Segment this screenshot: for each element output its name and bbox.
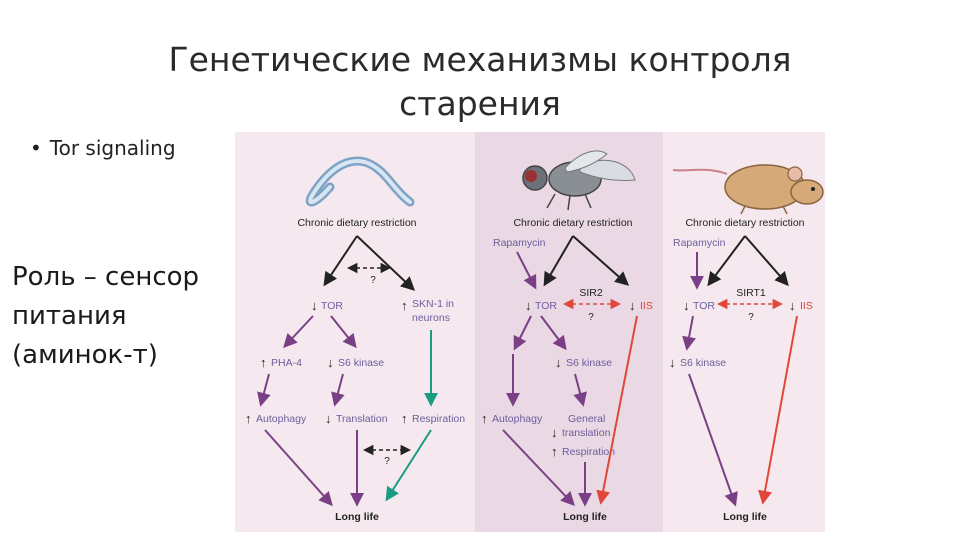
worm-up-arrow-skn1: ↑ (401, 298, 408, 313)
fly-chronic-dr: Chronic dietary restriction (513, 217, 632, 229)
worm-skn1-line1: SKN-1 in (412, 298, 454, 310)
fly-arrow-rapa-tor (516, 251, 537, 290)
side-note-line-2: питания (12, 301, 127, 331)
fly-sir2: SIR2 (579, 287, 603, 299)
fly-icon (522, 150, 636, 211)
worm-arrow-s6k-translation (331, 373, 345, 407)
worm-arrow-tor-s6k (330, 315, 357, 349)
bullet-dot: • (30, 136, 42, 160)
mouse-arrow-s6k-life (688, 373, 738, 507)
fly-up-arrow-autophagy: ↑ (481, 411, 488, 426)
fly-down-arrow-iis: ↓ (629, 298, 636, 313)
worm-respiration: Respiration (412, 413, 465, 425)
fly-question: ? (588, 312, 594, 323)
title-line-1: Генетические механизмы контроля (168, 40, 792, 80)
mouse-s6k: S6 kinase (680, 357, 726, 369)
fly-down-arrow-tor: ↓ (525, 298, 532, 313)
fly-arrow-dr-iis (572, 235, 630, 286)
mouse-sirt1: SIRT1 (736, 287, 766, 299)
mouse-icon (672, 164, 824, 215)
mouse-down-arrow-tor: ↓ (683, 298, 690, 313)
worm-tor: TOR (321, 300, 343, 312)
panel-worm (235, 132, 475, 532)
bullet-item: • Tor signaling (30, 136, 176, 160)
worm-icon (305, 156, 415, 207)
side-note: Роль – сенсор питания (аминок-т) (12, 258, 199, 375)
mouse-rapamycin: Rapamycin (673, 237, 726, 249)
title-line-2: старения (399, 84, 561, 124)
fly-general-line2: translation (562, 427, 611, 439)
fly-long-life: Long life (563, 511, 607, 523)
fly-arrow-tor-s6k (540, 315, 567, 351)
worm-down-arrow-s6k: ↓ (327, 355, 334, 370)
fly-arrow-dr-tor (543, 235, 574, 287)
worm-up-arrow-pha4: ↑ (260, 355, 267, 370)
worm-question-top: ? (370, 275, 376, 286)
fly-arrow-tor-autophagy (513, 315, 532, 351)
fly-autophagy: Autophagy (492, 413, 543, 425)
mouse-arrow-dr-iis (744, 235, 789, 287)
worm-chronic-dr: Chronic dietary restriction (297, 217, 416, 229)
worm-pha4: PHA-4 (271, 357, 302, 369)
worm-arrow-dr-tor (323, 235, 358, 287)
fly-up-arrow-respiration: ↑ (551, 444, 558, 459)
fly-arrow-iis-life (596, 315, 638, 505)
mouse-long-life: Long life (723, 511, 767, 523)
worm-arrow-respiration-life (385, 429, 432, 502)
worm-arrow-pha4-autophagy (257, 373, 271, 407)
fly-tor: TOR (535, 300, 557, 312)
worm-s6k: S6 kinase (338, 357, 384, 369)
worm-autophagy: Autophagy (256, 413, 307, 425)
worm-question-bottom: ? (384, 456, 390, 467)
fly-s6k: S6 kinase (566, 357, 612, 369)
mouse-chronic-dr: Chronic dietary restriction (685, 217, 804, 229)
worm-arrow-dr-skn1 (356, 235, 416, 291)
bullet-text: Tor signaling (49, 136, 176, 160)
slide-title: Генетические механизмы контроля старения (120, 38, 840, 126)
worm-skn1-line2: neurons (412, 312, 450, 324)
mouse-arrow-dr-tor (707, 235, 746, 287)
fly-respiration: Respiration (562, 446, 615, 458)
fly-iis: IIS (640, 300, 653, 312)
worm-arrow-tor-pha4 (283, 315, 314, 349)
worm-down-arrow-translation: ↓ (325, 411, 332, 426)
fly-down-arrow-s6k: ↓ (555, 355, 562, 370)
side-note-line-1: Роль – сенсор (12, 262, 200, 292)
fly-rapamycin: Rapamycin (493, 237, 546, 249)
fly-arrow-s6k-general (573, 373, 587, 407)
worm-up-arrow-respiration: ↑ (401, 411, 408, 426)
worm-down-arrow-tor: ↓ (311, 298, 318, 313)
mouse-down-arrow-iis: ↓ (789, 298, 796, 313)
worm-arrow-autophagy-life (264, 429, 333, 507)
tor-signaling-diagram: Chronic dietary restriction ? ↓ TOR ↑ SK… (235, 132, 825, 532)
worm-translation: Translation (336, 413, 388, 425)
fly-arrow-autophagy-life (502, 429, 575, 507)
worm-up-arrow-autophagy: ↑ (245, 411, 252, 426)
mouse-tor: TOR (693, 300, 715, 312)
mouse-arrow-iis-life (758, 315, 798, 505)
worm-long-life: Long life (335, 511, 379, 523)
fly-general-line1: General (568, 413, 605, 425)
side-note-line-3: (аминок-т) (12, 340, 158, 370)
mouse-arrow-tor-s6k (682, 315, 696, 351)
mouse-down-arrow-s6k: ↓ (669, 355, 676, 370)
mouse-iis: IIS (800, 300, 813, 312)
mouse-question: ? (748, 312, 754, 323)
fly-down-arrow-general: ↓ (551, 425, 558, 440)
